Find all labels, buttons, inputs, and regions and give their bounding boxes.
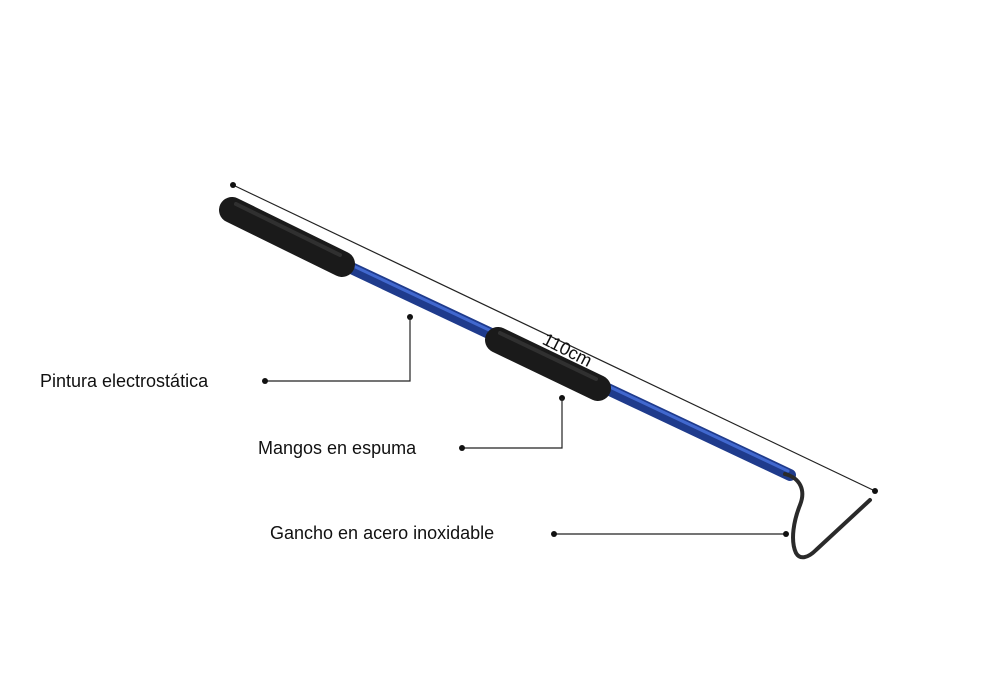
leader-paint <box>262 314 413 384</box>
dimension-end-dot <box>872 488 878 494</box>
label-electrostatic-paint: Pintura electrostática <box>40 371 209 391</box>
leader-foam <box>459 395 565 451</box>
label-stainless-hook: Gancho en acero inoxidable <box>270 523 495 543</box>
hook <box>783 472 872 560</box>
length-dimension <box>230 182 878 494</box>
label-foam-grips: Mangos en espuma <box>258 438 417 458</box>
foam-grip-middle-shade <box>498 331 598 381</box>
foam-grip-top <box>219 197 355 277</box>
dimension-start-dot <box>230 182 236 188</box>
leader-hook <box>551 531 789 537</box>
foam-grip-top-shade <box>234 202 342 257</box>
snake-hook-stick-icon <box>219 197 872 560</box>
foam-grip-middle <box>485 327 611 401</box>
dimension-line <box>232 184 876 492</box>
